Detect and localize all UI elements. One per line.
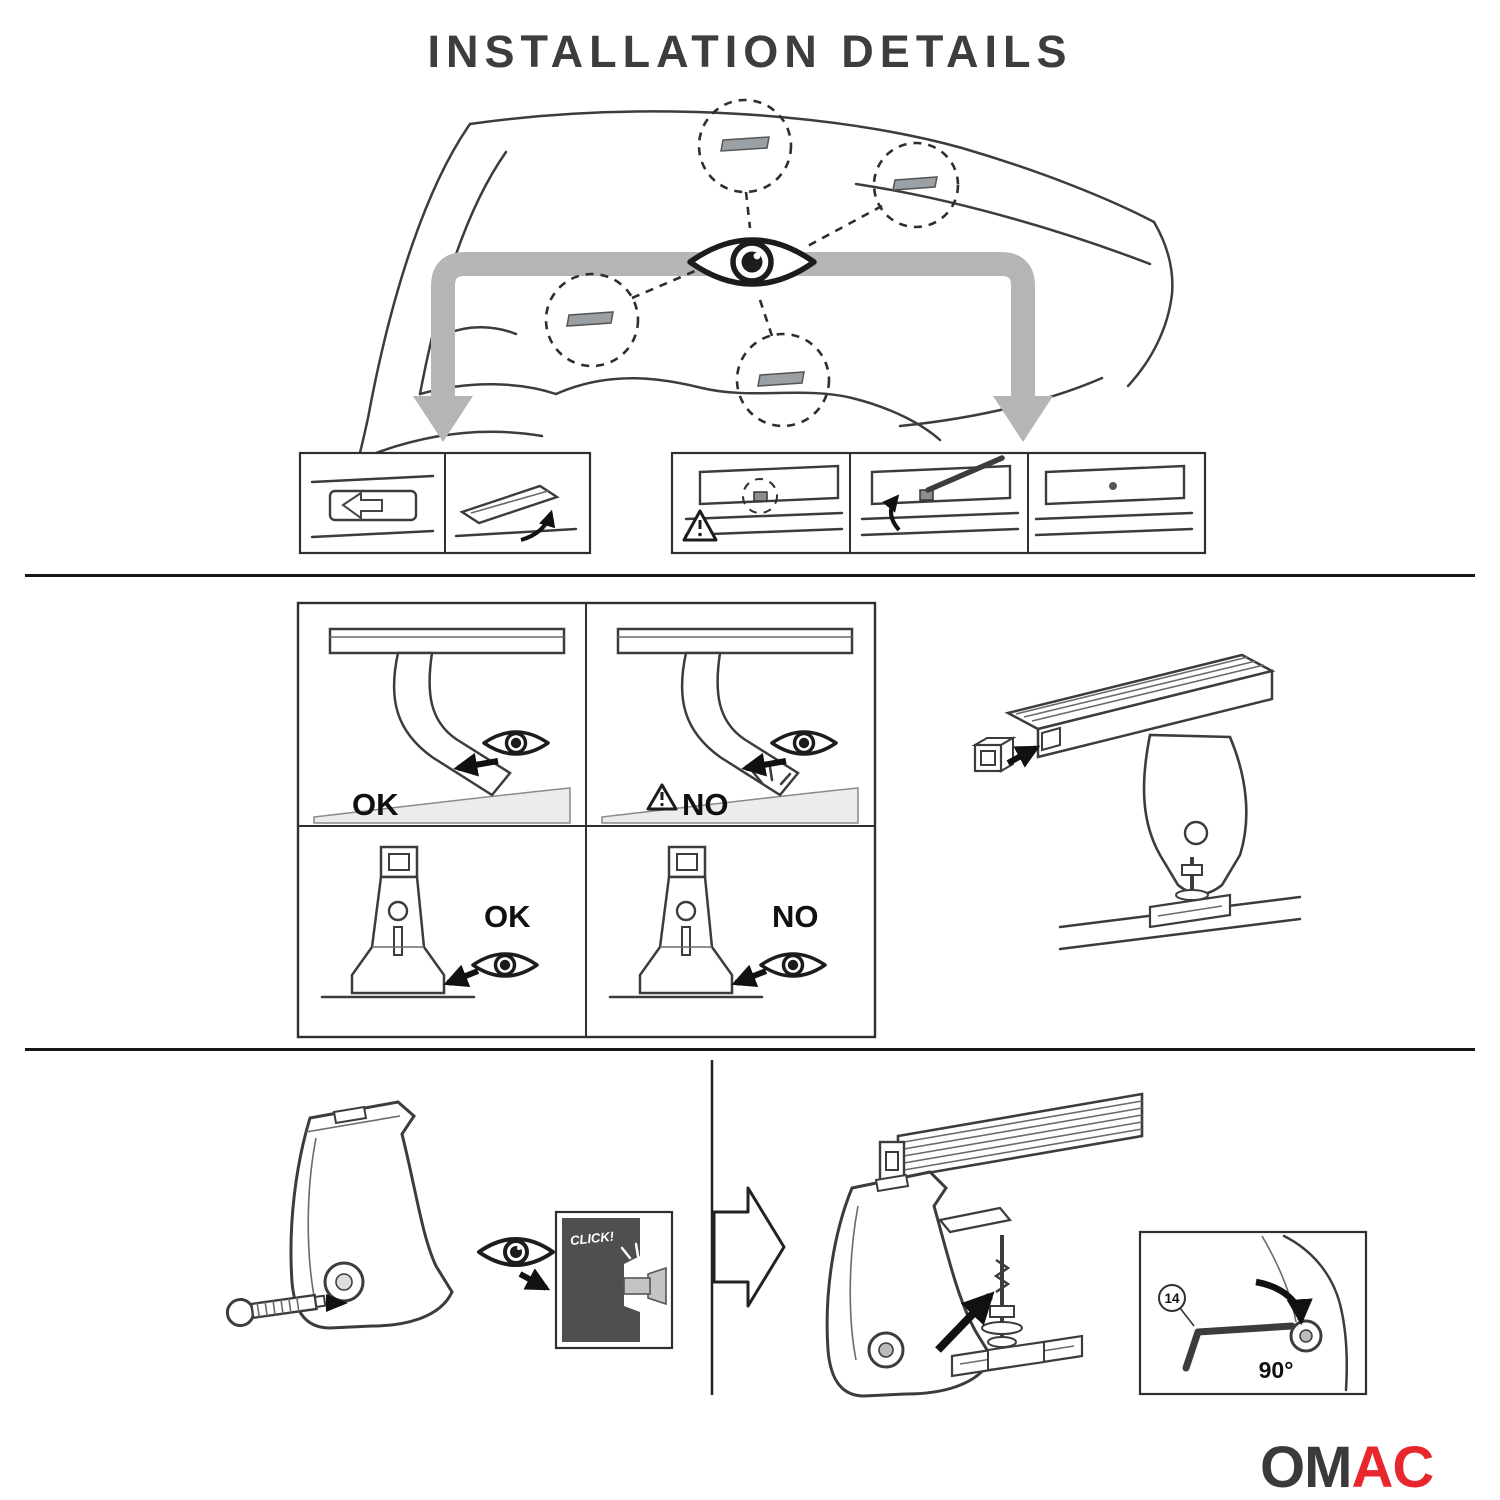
eye-icon [687, 237, 817, 287]
black-arrow-icon [453, 752, 499, 777]
arrow-down-right-icon [993, 396, 1053, 442]
black-arrow-icon [326, 1294, 348, 1312]
alignment-check-grid: OK [296, 601, 877, 1039]
alignment-check-section: OK [296, 601, 1302, 1039]
assembled-rack-illustration [825, 1092, 1144, 1398]
dashed-circle-icon [735, 332, 831, 428]
fixpoint-slot [892, 176, 938, 191]
side-no-label: NO [682, 787, 729, 822]
cover-closed-step [1034, 464, 1194, 537]
assembly-steps-section: CLICK! [225, 1060, 1368, 1398]
page-title: INSTALLATION DETAILS [427, 26, 1073, 77]
eye-icon [477, 1237, 555, 1267]
front-view-no-panel: NO [608, 845, 827, 999]
click-detail-box: CLICK! [554, 1210, 674, 1350]
curved-arrow-icon [1255, 1278, 1313, 1326]
hex-key-detail-box: 14 90° [1138, 1230, 1368, 1396]
bolt-tighten-steps-box [670, 451, 1207, 555]
side-ok-label: OK [352, 787, 399, 822]
next-step-arrow [710, 1060, 786, 1395]
front-ok-label: OK [484, 899, 531, 934]
brand-logo: OMAC [1260, 1434, 1434, 1500]
inspection-bracket-arrow [413, 252, 1053, 442]
locate-bolt-step [682, 464, 844, 542]
section-divider-2 [25, 1048, 1475, 1051]
cover-open-steps-box [298, 451, 592, 555]
black-arrow-icon [731, 964, 768, 988]
brand-logo-ac: AC [1351, 1435, 1434, 1500]
arrow-down-left-icon [413, 396, 473, 442]
roof-fixpoints-overview [298, 98, 1207, 555]
hex-key-icon [925, 455, 1005, 493]
warning-icon [646, 783, 678, 811]
endcap-insert-illustration [971, 653, 1302, 951]
eye-icon [759, 952, 827, 978]
black-arrow-icon [741, 752, 787, 777]
rotate-arrow-icon [882, 494, 901, 532]
hex-key-icon [1182, 1322, 1296, 1372]
endcap-plug [971, 736, 1017, 773]
flip-cover-step [454, 484, 578, 542]
dashed-circle-icon [872, 141, 960, 229]
fixpoint-slot [720, 136, 770, 152]
dashed-circle-icon [544, 272, 640, 368]
rotation-angle-label: 90° [1259, 1357, 1294, 1383]
black-arrow-icon [935, 1291, 995, 1353]
dashed-circle-icon [697, 98, 793, 194]
block-arrow-right-icon [712, 1186, 786, 1308]
black-arrow-icon [1006, 745, 1041, 768]
side-view-ok-panel: OK [313, 627, 571, 824]
brand-logo-om: OM [1260, 1435, 1352, 1500]
fixpoint-markers [544, 98, 960, 428]
turn-bolt-step [860, 455, 1020, 537]
eye-icon [482, 730, 550, 756]
section-divider-1 [25, 574, 1475, 577]
eye-icon [471, 952, 539, 978]
slide-cover-step [310, 474, 435, 539]
front-view-ok-panel: OK [320, 845, 539, 999]
black-arrow-icon [518, 1268, 551, 1291]
warning-icon [682, 509, 718, 542]
click-label: CLICK! [569, 1229, 615, 1249]
fixpoint-slot [757, 371, 805, 387]
front-no-label: NO [772, 899, 819, 934]
lock-bolt [225, 1293, 327, 1328]
flip-arrow-icon [520, 509, 556, 542]
hex-key-size-label: 14 [1164, 1291, 1180, 1306]
black-arrow-icon [443, 964, 480, 988]
foot-with-bolt-illustration [225, 1100, 454, 1330]
fixpoint-slot [566, 311, 614, 327]
click-spark-marks [620, 1242, 654, 1260]
side-view-no-panel: NO [601, 627, 859, 824]
eye-icon [770, 730, 838, 756]
slide-arrow-icon [341, 491, 383, 520]
